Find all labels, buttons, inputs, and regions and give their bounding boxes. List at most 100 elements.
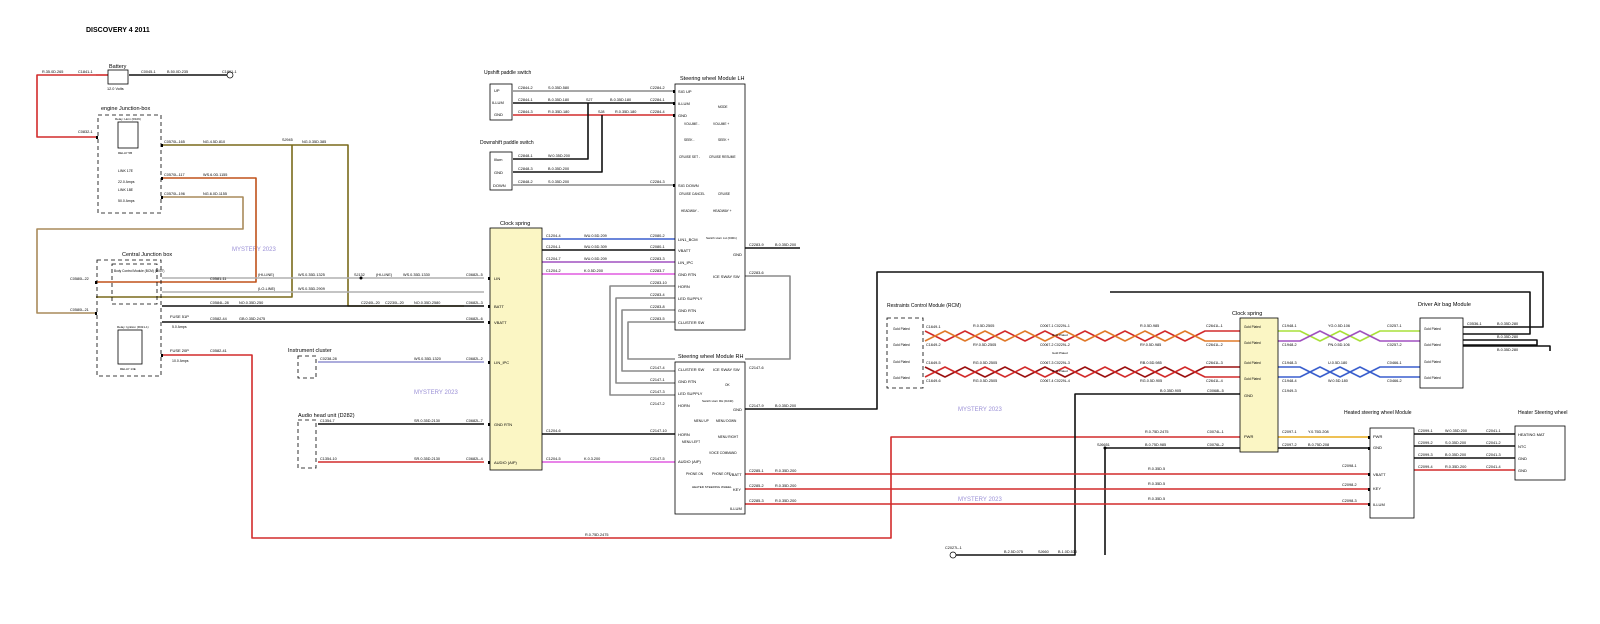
ignition-relay (117, 329, 143, 365)
downshift-c: C2848-1 (518, 154, 533, 158)
cs2-gnd2-c: C0076L-2 (1207, 443, 1224, 447)
cs-pin-connector: C0682L-3 (466, 301, 483, 305)
swm-lh-title: Steering wheel Module LH (680, 76, 745, 82)
wire-pair-2 (924, 330, 1240, 342)
swm-lh-connector: C2080-2 (650, 234, 665, 238)
cs-right-connector: C1204-2 (546, 269, 561, 273)
airbag-out-c: C0536-1 (1467, 322, 1482, 326)
rcm-mid: C0067-1 C0229L-1 (1040, 324, 1070, 328)
heated-left-c2: C2098-2 (1342, 483, 1357, 487)
clock-spring-body (489, 227, 543, 471)
heated-left: VBATT (1373, 472, 1386, 477)
airbag-box (1419, 317, 1464, 389)
rcm-plated: Gold Plated (893, 360, 910, 364)
swm-rh-out-wire: R.0.35D.200 (775, 469, 796, 473)
swm-rh-button: HEATED STEERING WHEEL (692, 485, 732, 489)
rcm-mid: C0067-2 C0229L-2 (1040, 343, 1070, 347)
wiring (36, 74, 1551, 556)
heated-right-wire: W.0.35D.200 (1445, 429, 1467, 433)
airbag-title: Driver Air bag Module (1418, 302, 1471, 308)
lo-line-label: (LO-LINE) (258, 287, 276, 291)
audio-c1: C1354-7 (320, 419, 335, 423)
rcm-mid-plated: Gold Plated (1052, 333, 1068, 337)
clock-spring-left: Clock spring LIN BATT VBATT LIN_IPC GND … (466, 221, 607, 471)
rcm-w2: RY.0.5D.985 (1140, 343, 1161, 347)
cs2-plated: Gold Plated (1244, 361, 1261, 365)
cs-lower-connector: C1204-6 (546, 429, 561, 433)
audio-head-unit: Audio head unit (D282) C1354-7 SR.0.35D.… (297, 413, 440, 469)
swm-rh-horn-switch: Switch Horn RH (D240) (702, 399, 733, 403)
upshift-box (489, 83, 513, 121)
heated-feed-wire: R.0.35D.5 (1148, 482, 1165, 486)
heated-left-c: C2097-1 (1282, 430, 1297, 434)
wire-sj-down (513, 103, 589, 160)
airbag-wire: U.0.5D.180 (1328, 361, 1347, 365)
downshift-c: C2848-3 (518, 167, 533, 171)
horn-relay-label: Relay: Horn (R109) (115, 117, 141, 121)
rcm-plated: Gold Plated (893, 343, 910, 347)
bottom-ground-w2: B.1.0D.530 (1058, 550, 1077, 554)
swm-rh-out-c: C2285-3 (749, 499, 764, 503)
swm-rh-label: HORN (678, 432, 690, 437)
connector-marker (673, 114, 675, 117)
heated-right-c: C2099-1 (1418, 429, 1433, 433)
swm-rh-connector: C2147-4 (650, 366, 665, 370)
wire-airbag-out2 (1463, 339, 1538, 346)
cs-pin-label: GND RTN (494, 422, 512, 427)
cs2-gnd2-wire: B.0.75D.985 (1145, 443, 1166, 447)
wire-airbag-out3 (1463, 345, 1551, 351)
swm-lh-button: CRUISE SET - (679, 155, 700, 159)
swm-rh-connector: C2147-3 (650, 390, 665, 394)
clock-spring-title: Clock spring (500, 221, 530, 227)
audio-outline (297, 419, 317, 469)
wire-ng-link (36, 196, 244, 314)
bus-hi-wire: WS.0.35D.1330 (403, 273, 430, 277)
cs2-right-c: C1948-2 (1282, 343, 1297, 347)
swm-lh-gnd: GND (733, 252, 742, 257)
link-18e-rating: 50.0 Amps (118, 199, 135, 203)
downshift-title: Downshift paddle switch (480, 140, 534, 146)
heater-steering-wheel: Heater Steering wheel HEATING MAT NTC GN… (1486, 410, 1567, 481)
audio-c2: C1354-10 (320, 457, 337, 461)
engine-jb-c2: C0570L-117 (164, 173, 185, 177)
rcm-end: C2641L-1 (1206, 324, 1223, 328)
airbag-plated: Gold Plated (1424, 343, 1441, 347)
connector-marker (1368, 503, 1370, 506)
engine-jb-w1: NG.4.5D.810 (203, 140, 225, 144)
downshift-w: W.0.35D.200 (548, 154, 570, 158)
watermark: MYSTERY 2023 (958, 407, 1002, 413)
cs2-plated: Gold Plated (1244, 341, 1261, 345)
heater-label: GND (1518, 456, 1527, 461)
ground-terminal-icon (226, 71, 234, 79)
engine-jb-w2: WS.6.0D.1155 (203, 173, 227, 177)
rcm-w2: RG.0.5D.905 (1140, 379, 1162, 383)
cs-pin-label: AUDIO (AIP) (494, 460, 518, 465)
watermark: MYSTERY 2023 (414, 390, 458, 396)
airbag-c: C0257-1 (1387, 324, 1402, 328)
rcm-end: C2641L-4 (1206, 379, 1223, 383)
cs2-gnd: GND (1244, 393, 1253, 398)
heater-label: NTC (1518, 444, 1526, 449)
upshift-w: S.0.35D.580 (548, 86, 569, 90)
cs2-pwr: PWR (1244, 434, 1253, 439)
cs-pin-connector: C0682L-2 (466, 357, 483, 361)
swm-lh-label: GND RTN (678, 308, 696, 313)
swm-lh-button: HEADWAY + (713, 209, 732, 213)
wire-pair-6 (1278, 330, 1420, 342)
swm-rh-gnd-c: C2147-9 (749, 404, 764, 408)
battery-left-connector: C1841-1 (78, 70, 93, 74)
link-17e-rating: 22.0 Amps (118, 180, 135, 184)
cs-pin-connector: C0682L-4 (466, 457, 483, 461)
swm-rh-button: MENU UP (694, 419, 709, 423)
wire-ws-link (96, 177, 257, 283)
airbag-out-w: B.0.35D.280 (1497, 322, 1518, 326)
connector-marker (488, 423, 490, 426)
rcm-w2: R.0.5D.985 (1140, 324, 1159, 328)
airbag-c: C0257-2 (1387, 343, 1402, 347)
swm-lh-label: LIN_IPC (678, 260, 693, 265)
rcm-w: RG.0.5D.2505 (973, 379, 997, 383)
swm-rh-right: KEY (733, 487, 741, 492)
heated-right-wire: S.0.35D.200 (1445, 441, 1466, 445)
downshift-pin: DOWN (493, 183, 506, 188)
connector-marker (673, 184, 675, 187)
